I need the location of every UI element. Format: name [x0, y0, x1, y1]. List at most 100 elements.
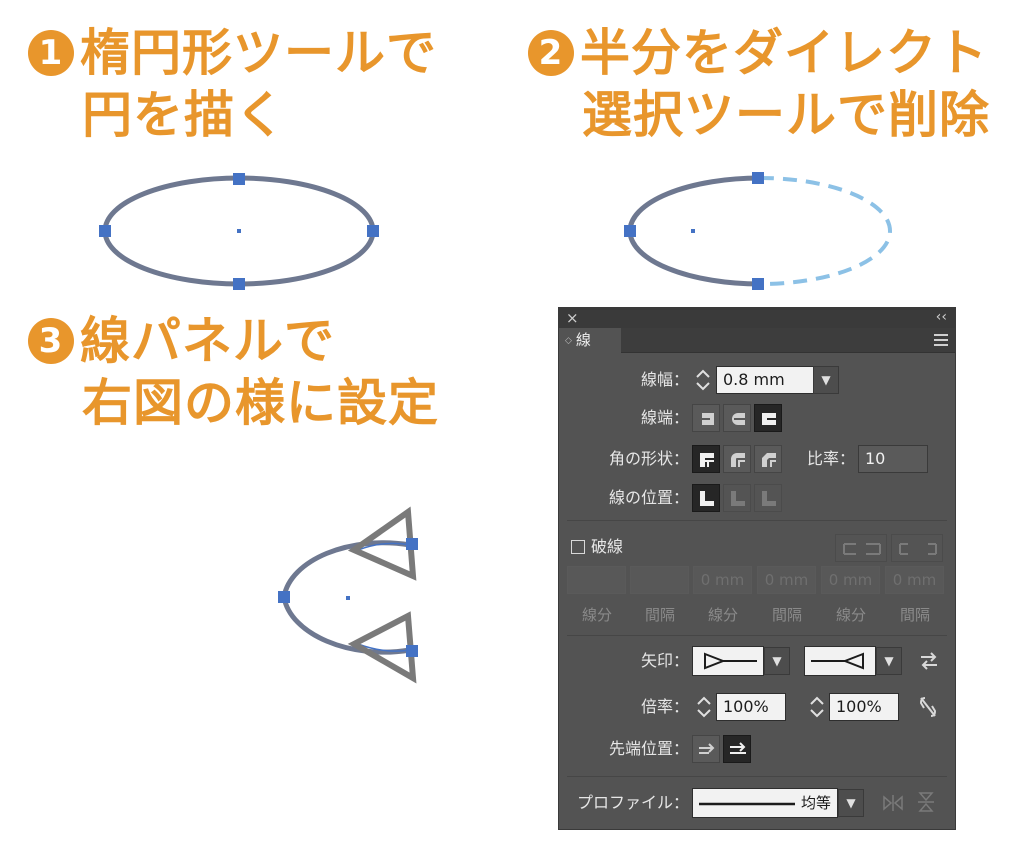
- gap-3-input: 0 mm: [885, 566, 944, 594]
- dash-3-label: 線分: [835, 606, 866, 624]
- tab-arrows-icon: ◇: [565, 336, 572, 346]
- weight-stepper-icon[interactable]: [691, 365, 715, 395]
- weight-dropdown-icon[interactable]: ▼: [813, 366, 839, 394]
- gap-2-label: 間隔: [771, 606, 802, 624]
- gap-1-input: [630, 566, 689, 594]
- start-arrowhead-icon: [704, 652, 757, 670]
- center-point: [346, 596, 350, 600]
- step-1-line1: 楕円形ツールで: [80, 24, 437, 82]
- collapse-icon[interactable]: ‹‹: [935, 309, 947, 325]
- start-arrowhead-dropdown-icon[interactable]: ▼: [764, 647, 790, 675]
- step-2-line1: 半分をダイレクト: [580, 24, 988, 82]
- gap-1-label: 間隔: [644, 606, 675, 624]
- step-2-number: 2: [528, 30, 574, 76]
- limit-label: 比率：: [806, 449, 855, 468]
- arrowhead-bottom: [347, 611, 417, 684]
- separator: [567, 635, 947, 636]
- round-join-button[interactable]: [723, 445, 751, 473]
- scale-start-stepper-icon[interactable]: [692, 692, 716, 722]
- separator: [567, 520, 947, 521]
- align-center-button[interactable]: [692, 484, 720, 512]
- stroke-panel: × ‹‹ ◇線 線幅： 0.8 mm ▼ 線端： 角の形状： 比率： 10 線の…: [559, 308, 955, 829]
- profile-select[interactable]: 均等: [692, 788, 838, 818]
- weight-input[interactable]: 0.8 mm: [716, 366, 814, 394]
- dashed-checkbox[interactable]: [571, 540, 585, 554]
- center-point: [691, 229, 695, 233]
- gap-3-label: 間隔: [899, 606, 930, 624]
- align-arrow-label: 先端位置：: [608, 739, 689, 758]
- dash-2-label: 線分: [707, 606, 738, 624]
- panel-menu-icon[interactable]: [934, 334, 948, 349]
- dash-1-label: 線分: [581, 606, 612, 624]
- arrow-inner-path: [357, 542, 411, 551]
- scale-end-input[interactable]: 100%: [829, 693, 899, 721]
- anchor-point: [233, 278, 245, 290]
- step-3-number: 3: [28, 318, 74, 364]
- limit-input[interactable]: 10: [858, 445, 928, 473]
- projecting-cap-button[interactable]: [754, 404, 782, 432]
- anchor-point: [278, 591, 290, 603]
- butt-cap-button[interactable]: [692, 404, 720, 432]
- align-inside-button: [723, 484, 751, 512]
- close-icon[interactable]: ×: [566, 309, 579, 327]
- tab-stroke[interactable]: ◇線: [559, 328, 621, 353]
- dash-corner-align-icon: [835, 534, 887, 562]
- anchor-point: [624, 225, 636, 237]
- anchor-point: [233, 173, 245, 185]
- arrow-place-at-end-button[interactable]: [723, 735, 751, 763]
- gap-2-input: 0 mm: [757, 566, 816, 594]
- tab-stroke-label: 線: [575, 331, 591, 349]
- arrow-extend-button[interactable]: [692, 735, 720, 763]
- anchor-point: [367, 225, 379, 237]
- end-arrowhead-icon: [811, 652, 864, 670]
- step-3-line2: 右図の様に設定: [82, 374, 439, 432]
- scale-label: 倍率：: [640, 697, 689, 716]
- anchor-point: [99, 225, 111, 237]
- panel-titlebar: × ‹‹: [559, 308, 955, 328]
- align-label: 線の位置：: [608, 488, 689, 507]
- dash-2-input: 0 mm: [693, 566, 752, 594]
- step-3-line1: 線パネルで: [80, 312, 335, 370]
- flip-vertical-icon: [918, 792, 934, 812]
- arrowhead-illustration: [278, 506, 418, 684]
- profile-value: 均等: [800, 794, 831, 812]
- center-point: [237, 229, 241, 233]
- step-1-line2: 円を描く: [82, 86, 286, 144]
- link-scale-icon[interactable]: [917, 694, 939, 720]
- end-arrowhead-select[interactable]: [804, 646, 876, 676]
- arrowheads-label: 矢印：: [640, 651, 689, 670]
- anchor-point: [406, 538, 418, 550]
- align-outside-button: [754, 484, 782, 512]
- panel-tabbar: ◇線: [559, 328, 955, 353]
- ellipse-illustration: [99, 173, 379, 290]
- step-2-line2: 選択ツールで削除: [582, 86, 990, 144]
- end-arrowhead-dropdown-icon[interactable]: ▼: [876, 647, 902, 675]
- profile-label: プロファイル：: [576, 793, 689, 812]
- dashed-label: 破線: [591, 537, 624, 556]
- scale-start-input[interactable]: 100%: [716, 693, 786, 721]
- miter-join-button[interactable]: [692, 445, 720, 473]
- weight-label: 線幅：: [640, 370, 689, 389]
- bevel-join-button[interactable]: [754, 445, 782, 473]
- profile-dropdown-icon[interactable]: ▼: [838, 789, 864, 817]
- cap-label: 線端：: [640, 408, 689, 427]
- start-arrowhead-select[interactable]: [692, 646, 764, 676]
- scale-end-stepper-icon[interactable]: [805, 692, 829, 722]
- dash-preserve-icon: [891, 534, 943, 562]
- anchor-point: [406, 645, 418, 657]
- anchor-point: [752, 172, 764, 184]
- corner-label: 角の形状：: [608, 449, 689, 468]
- deleted-half-path: [759, 176, 892, 286]
- swap-arrowheads-icon[interactable]: [917, 650, 941, 672]
- profile-line-icon: [699, 802, 795, 806]
- flip-horizontal-icon: [883, 795, 903, 811]
- separator: [567, 776, 947, 777]
- half-ellipse-illustration: [624, 172, 892, 290]
- dash-1-input: [567, 566, 626, 594]
- round-cap-button[interactable]: [723, 404, 751, 432]
- step-1-number: 1: [28, 30, 74, 76]
- anchor-point: [752, 278, 764, 290]
